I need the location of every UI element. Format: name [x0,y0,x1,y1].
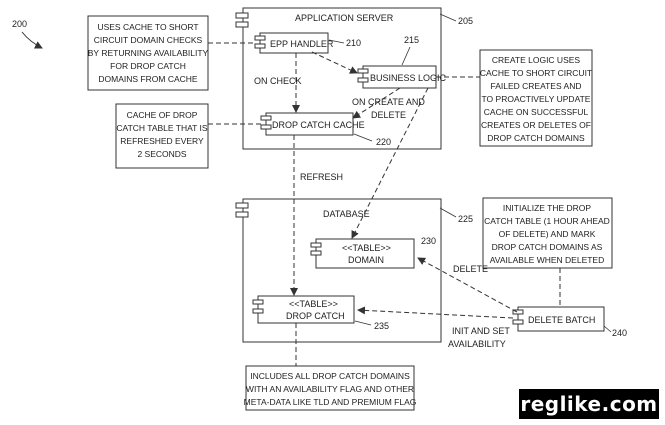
arrow-business-to-db [351,87,429,239]
epp-handler-label: EPP HANDLER [270,39,334,49]
arrow-init-availability [357,306,514,319]
label-refresh: REFRESH [300,172,343,182]
drop-catch-table-component: <<TABLE>> DROP CATCH [252,295,355,324]
note-line: CACHE ON SUCCESSFUL [484,107,589,117]
label-on-create-1: ON CREATE AND [352,97,425,107]
database-title: DATABASE [323,209,370,219]
note-line: BY RETURNING AVAILABILITY [88,48,209,58]
note-line: FOR DROP CATCH [110,61,186,71]
note-line: REFRESHED EVERY [120,136,204,146]
note-line: DROP CATCH DOMAINS AS [492,242,603,252]
drop-catch-cache-label: DROP CATCH CACHE [272,120,365,130]
note-line: INITIALIZE THE DROP [503,203,591,213]
label-delete: DELETE [453,264,488,274]
note-cache-short-circuit: USES CACHE TO SHORT CIRCUIT DOMAIN CHECK… [87,15,209,91]
note-line: TO PROACTIVELY UPDATE [482,94,591,104]
application-server-title: APPLICATION SERVER [295,13,394,23]
drop-catch-table-stereotype: <<TABLE>> [289,299,338,309]
note-line: WITH AN AVAILABILITY FLAG AND OTHER [246,384,414,394]
note-line: OF DELETE) AND MARK [499,229,596,239]
domain-table-stereotype: <<TABLE>> [342,243,391,253]
note-line: DOMAINS FROM CACHE [98,74,198,84]
note-line: DROP CATCH DOMAINS [487,133,585,143]
note-line: USES CACHE TO SHORT [97,22,198,32]
arrow-epp-to-business [311,51,358,74]
note-line: AVAILABLE WHEN DELETED [490,255,604,265]
note-line: META-DATA LIKE TLD AND PREMIUM FLAG [244,397,417,407]
label-init-2: AVAILABILITY [448,339,506,349]
app-server-ref: 205 [458,16,473,26]
note-line: CACHE OF DROP [127,110,198,120]
note-line: CACHE TO SHORT CIRCUIT [480,68,592,78]
domain-table-component: <<TABLE>> DOMAIN [310,238,415,269]
delete-batch-ref: 240 [612,328,627,338]
note-line: CREATES OR DELETES OF [481,120,591,130]
watermark-logo: reglike.com [519,389,659,419]
domain-table-label: DOMAIN [348,255,384,265]
business-logic-component: BUSINESS LOGIC [357,65,447,89]
arrow-on-create [352,87,401,119]
label-init-1: INIT AND SET [452,326,510,336]
drop-catch-cache-ref: 220 [376,137,391,147]
note-initialize: INITIALIZE THE DROP CATCH TABLE (1 HOUR … [482,197,613,269]
label-on-create-2: DELETE [371,110,406,120]
drop-catch-table-label: DROP CATCH [286,311,345,321]
note-line: CIRCUIT DOMAIN CHECKS [94,35,203,45]
note-line: 2 SECONDS [137,149,186,159]
note-line: CATCH TABLE THAT IS [116,123,207,133]
drop-catch-table-ref: 235 [374,321,389,331]
note-line: CATCH TABLE (1 HOUR AHEAD [484,216,610,226]
business-logic-ref: 215 [404,35,419,45]
arrow-delete [417,257,518,313]
delete-batch-component: DELETE BATCH [512,306,605,332]
label-on-check: ON CHECK [254,76,302,86]
note-line: FAILED CREATES AND [490,81,581,91]
note-includes: INCLUDES ALL DROP CATCH DOMAINS WITH AN … [244,365,417,411]
delete-batch-label: DELETE BATCH [528,315,595,325]
note-line: CREATE LOGIC USES [492,55,580,65]
figure-number: 200 [12,19,27,29]
database-ref: 225 [458,214,473,224]
epp-handler-component: EPP HANDLER [254,32,334,54]
note-cache-refresh: CACHE OF DROP CATCH TABLE THAT IS REFRES… [115,103,209,169]
domain-table-ref: 230 [421,236,436,246]
epp-handler-ref: 210 [346,38,361,48]
note-create-logic: CREATE LOGIC USES CACHE TO SHORT CIRCUIT… [479,49,593,147]
note-line: INCLUDES ALL DROP CATCH DOMAINS [250,371,410,381]
business-logic-label: BUSINESS LOGIC [370,73,447,83]
drop-catch-cache-component: DROP CATCH CACHE [260,112,365,136]
figure-pointer [21,31,43,49]
